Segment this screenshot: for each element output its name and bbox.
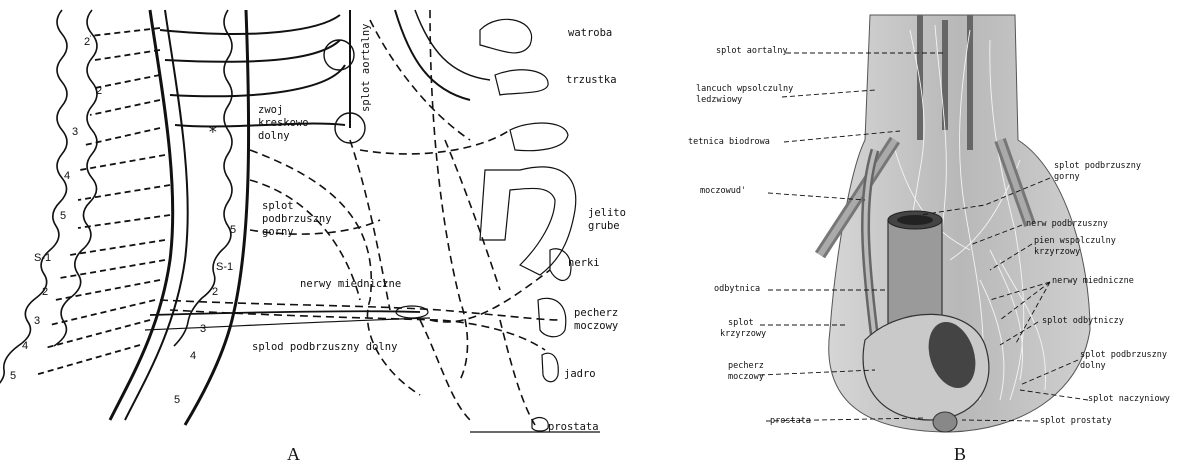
label-pecherz: pecherz (728, 361, 764, 371)
label-odbytnica: odbytnica (714, 284, 760, 294)
label-grube: grube (588, 220, 620, 232)
label-krzyrzowy: krzyrzowy (1034, 247, 1080, 257)
label-jelito: jelito (588, 207, 626, 219)
number-2: 2 (96, 85, 102, 97)
label-splot-naczyniowy: splot naczyniowy (1088, 394, 1170, 404)
label-moczowy: moczowy (574, 320, 618, 332)
number-5: 5 (230, 224, 236, 236)
label-krzyrzowy: krzyrzowy (720, 329, 766, 339)
diagram-panel-a: watroba trzustka splot aortalny zwoj kre… (0, 0, 606, 440)
number-5: 5 (60, 210, 66, 222)
number-2: 2 (42, 286, 48, 298)
label-ledzwiowy: ledzwiowy (696, 95, 742, 105)
label-splot: splot (728, 318, 754, 328)
number-4: 4 (22, 340, 28, 352)
star-marker: * (208, 126, 218, 138)
caption-b: B (954, 444, 966, 465)
label-splot-podbrzuszny-dolny: splot podbrzuszny (1080, 350, 1167, 360)
caption-a: A (287, 444, 300, 465)
label-moczowy: moczowy (728, 372, 764, 382)
label-pecherz: pecherz (574, 307, 618, 319)
label-nerwy-miedniczne: nerwy miedniczne (300, 278, 401, 290)
label-splot-odbytniczy: splot odbytniczy (1042, 316, 1124, 326)
label-zwoj: zwoj (258, 104, 283, 116)
label-splot-aortalny: splot aortalny (360, 23, 372, 112)
label-splot-prostaty: splot prostaty (1040, 416, 1112, 426)
label-dolny: dolny (1080, 361, 1106, 371)
number-3: 3 (34, 315, 40, 327)
number-3: 3 (200, 323, 206, 335)
label-dolny: dolny (258, 130, 290, 142)
label-lancuch: lancuch wpsolczulny (696, 84, 793, 94)
label-splot: splot (262, 200, 294, 212)
label-splot-podbrzuszny: splot podbrzuszny (1054, 161, 1141, 171)
label-moczowud: moczowud' (700, 186, 746, 196)
label-prostata: prostata (548, 421, 599, 433)
label-podbrzuszny: podbrzuszny (262, 213, 332, 225)
number-s1: S-1 (34, 252, 51, 264)
label-prostata: prostata (770, 416, 811, 426)
label-splot-aortalny: splot aortalny (716, 46, 788, 56)
label-jadro: jadro (564, 368, 596, 380)
number-5: 5 (10, 370, 16, 382)
number-3: 3 (72, 126, 78, 138)
label-trzustka: trzustka (566, 74, 617, 86)
number-s1: S-1 (216, 261, 233, 273)
label-watroba: watroba (568, 27, 612, 39)
number-4: 4 (190, 350, 196, 362)
label-pien-wspolczulny: pien wspolczulny (1034, 236, 1116, 246)
label-tetnica-biodrowa: tetnica biodrowa (688, 137, 770, 147)
label-gorny: gorny (262, 226, 294, 238)
label-nerwy-miedniczne: nerwy miedniczne (1052, 276, 1134, 286)
number-4: 4 (64, 170, 70, 182)
label-gorny: gorny (1054, 172, 1080, 182)
diagram-panel-b: splot aortalny lancuch wpsolczulny ledzw… (670, 0, 1195, 440)
label-kreskowo: kreskowo (258, 117, 309, 129)
label-nerki: nerki (568, 257, 600, 269)
label-nerw-podbrzuszny: nerw podbrzuszny (1026, 219, 1108, 229)
label-splod-podbrzuszny-dolny: splod podbrzuszny dolny (252, 341, 397, 353)
number-5: 5 (174, 394, 180, 406)
number-2: 2 (84, 36, 90, 48)
number-2: 2 (212, 286, 218, 298)
